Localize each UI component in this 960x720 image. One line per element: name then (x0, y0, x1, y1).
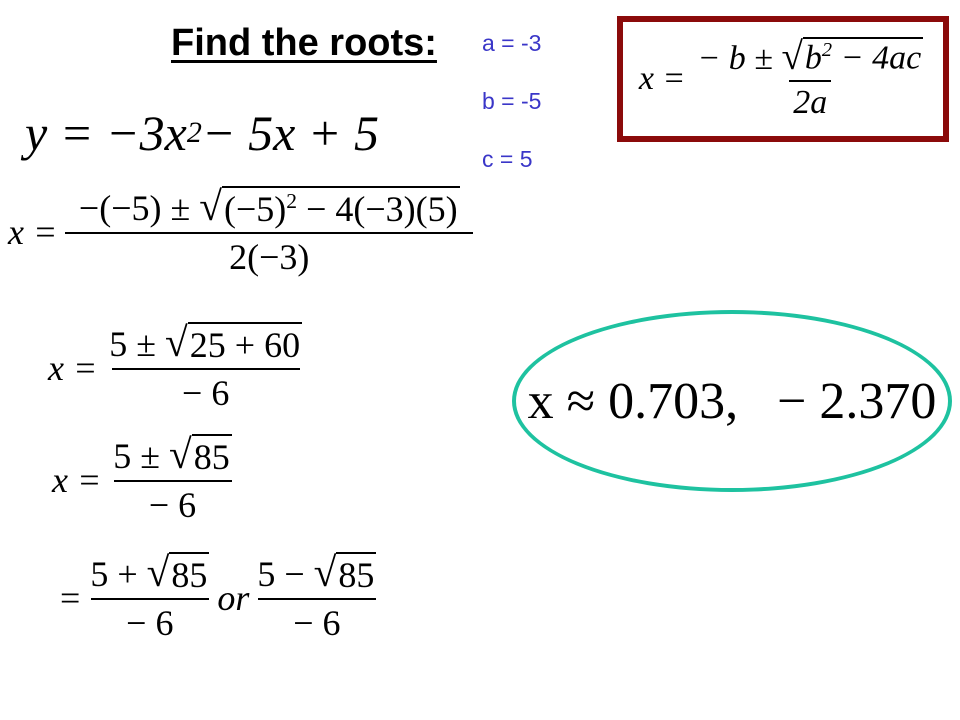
formula-numerator: − b ± √ b2 − 4ac (697, 34, 924, 78)
answer-oval: x ≈ 0.703, − 2.370 (512, 310, 952, 492)
formula-sqrt: √ b2 − 4ac (781, 34, 924, 78)
step-substitution: x = −(−5) ± √ (−5)2 − 4(−3)(5) 2(−3) (8, 185, 474, 278)
step-simplify: x = 5 ± √ 25 + 60 − 6 (48, 319, 303, 413)
step-combine: x = 5 ± √ 85 − 6 (52, 431, 232, 525)
coefficient-c: c = 5 (482, 146, 533, 172)
coefficient-b: b = -5 (482, 88, 542, 114)
quadratic-formula-box: x = − b ± √ b2 − 4ac 2a (617, 16, 949, 142)
formula-fraction: − b ± √ b2 − 4ac 2a (693, 34, 927, 122)
coefficient-a: a = -3 (482, 30, 542, 56)
quadratic-formula: x = − b ± √ b2 − 4ac 2a (638, 34, 927, 122)
step-split: = 5 + √ 85 − 6 or 5 − √ 85 − 6 (60, 549, 377, 643)
answer-text: x ≈ 0.703, − 2.370 (527, 372, 937, 430)
or-word: or (217, 578, 250, 618)
formula-lhs: x = (638, 60, 686, 97)
page-title: Find the roots: (171, 22, 437, 64)
formula-denominator: 2a (789, 79, 832, 122)
